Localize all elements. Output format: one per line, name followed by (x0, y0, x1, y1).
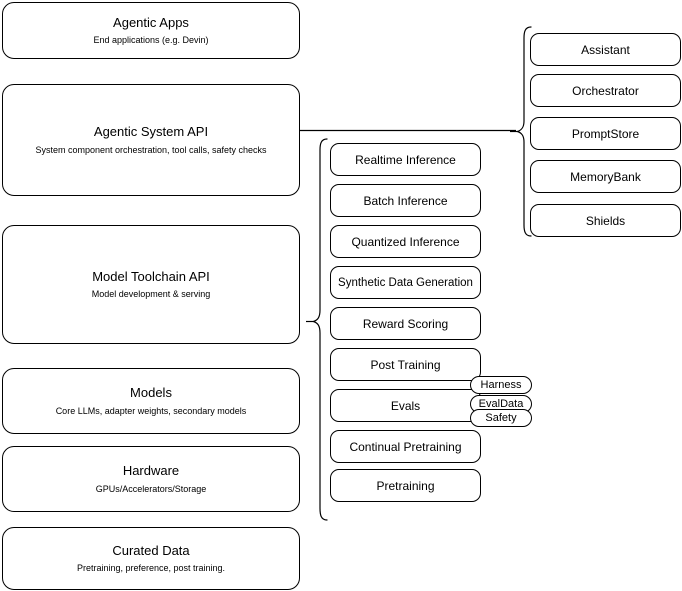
eval-badge-harness[interactable]: Harness (470, 376, 532, 394)
capability-label: Batch Inference (363, 193, 448, 208)
component-memorybank[interactable]: MemoryBank (530, 160, 681, 193)
capability-evals[interactable]: Evals (330, 389, 481, 422)
layer-subtitle: End applications (e.g. Devin) (93, 35, 209, 45)
capability-pretraining[interactable]: Pretraining (330, 469, 481, 502)
eval-badge-safety[interactable]: Safety (470, 409, 532, 427)
component-orchestrator[interactable]: Orchestrator (530, 74, 681, 107)
capability-reward-scoring[interactable]: Reward Scoring (330, 307, 481, 340)
capability-label: Pretraining (376, 478, 435, 493)
layer-title: Models (130, 385, 172, 401)
component-label: Shields (585, 213, 626, 228)
layer-subtitle: GPUs/Accelerators/Storage (95, 483, 207, 494)
capability-label: Evals (390, 398, 421, 413)
layer-box-models[interactable]: Models Core LLMs, adapter weights, secon… (2, 368, 300, 434)
capability-continual-pretraining[interactable]: Continual Pretraining (330, 430, 481, 463)
layer-title: Model Toolchain API (92, 268, 210, 284)
capability-label: Reward Scoring (362, 316, 449, 331)
capability-label: Quantized Inference (351, 234, 460, 249)
capability-label: Post Training (370, 357, 441, 372)
layer-box-agentic-system-api[interactable]: Agentic System API System component orch… (2, 84, 300, 196)
capability-synthetic-data-generation[interactable]: Synthetic Data Generation (330, 266, 481, 299)
component-label: Assistant (581, 42, 630, 57)
capability-label: Realtime Inference (355, 152, 456, 167)
eval-badge-label: Harness (480, 379, 522, 391)
component-label: PromptStore (571, 126, 640, 141)
eval-badge-label: EvalData (478, 398, 524, 410)
component-label: MemoryBank (570, 169, 641, 184)
capability-batch-inference[interactable]: Batch Inference (330, 184, 481, 217)
capability-label: Continual Pretraining (349, 439, 462, 454)
connector-agentic-system-api-to-components (300, 124, 518, 138)
layer-box-hardware[interactable]: Hardware GPUs/Accelerators/Storage (2, 446, 300, 512)
capability-label: Synthetic Data Generation (338, 276, 473, 289)
component-label: Orchestrator (572, 83, 639, 98)
capability-quantized-inference[interactable]: Quantized Inference (330, 225, 481, 258)
layer-title: Agentic Apps (113, 14, 189, 30)
layer-subtitle: Core LLMs, adapter weights, secondary mo… (55, 405, 247, 416)
layer-box-curated-data[interactable]: Curated Data Pretraining, preference, po… (2, 527, 300, 590)
component-assistant[interactable]: Assistant (530, 33, 681, 66)
layer-title: Hardware (122, 463, 180, 479)
layer-subtitle: Model development & serving (91, 289, 211, 299)
layer-title: Agentic System API (93, 124, 209, 140)
layer-title: Curated Data (112, 542, 190, 558)
layer-box-agentic-apps[interactable]: Agentic Apps End applications (e.g. Devi… (2, 2, 300, 59)
component-promptstore[interactable]: PromptStore (530, 117, 681, 150)
component-shields[interactable]: Shields (530, 204, 681, 237)
layer-subtitle: System component orchestration, tool cal… (35, 144, 267, 155)
eval-badge-label: Safety (485, 412, 517, 424)
brace-model-toolchain-capabilities (306, 138, 330, 522)
layer-box-model-toolchain-api[interactable]: Model Toolchain API Model development & … (2, 225, 300, 344)
capability-post-training[interactable]: Post Training (330, 348, 481, 381)
layer-subtitle: Pretraining, preference, post training. (76, 563, 226, 573)
capability-realtime-inference[interactable]: Realtime Inference (330, 143, 481, 176)
